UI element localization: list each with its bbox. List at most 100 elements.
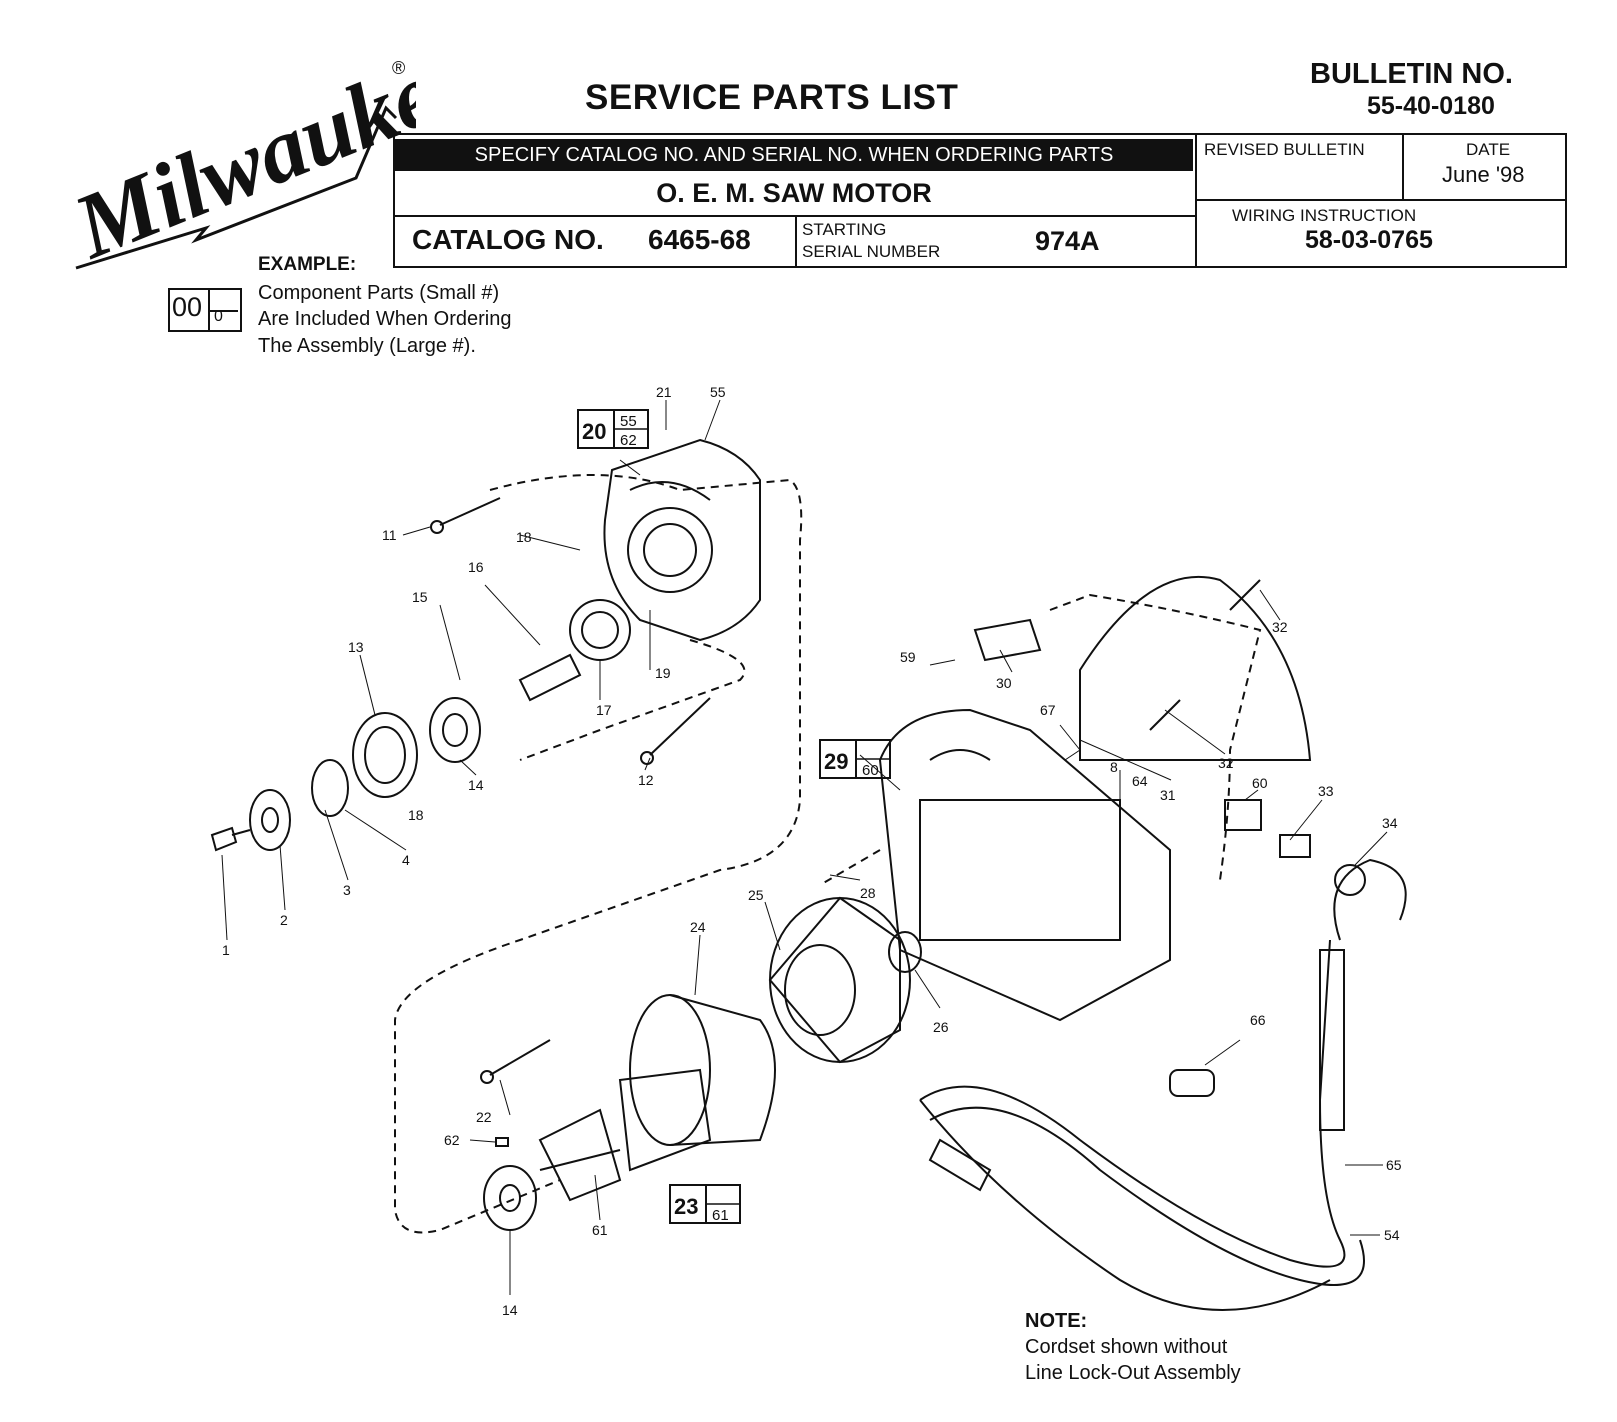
part-label: 12 (638, 772, 654, 788)
example-box (168, 288, 242, 332)
part-label: 33 (1318, 783, 1334, 799)
part-label: 60 (1252, 775, 1268, 791)
part-label: 22 (476, 1109, 492, 1125)
screw-22 (480, 1039, 551, 1084)
assembly-dashline (394, 474, 803, 1234)
example-line-2: Are Included When Ordering (258, 308, 512, 330)
part-label: 32 (1218, 755, 1234, 771)
switch (973, 618, 1042, 662)
example-component-number: 0 (214, 308, 223, 325)
date-value: June '98 (1442, 162, 1525, 187)
wiring-instruction-label: WIRING INSTRUCTION (1232, 206, 1417, 225)
part-label: 66 (1250, 1012, 1266, 1028)
part-label: 64 (1132, 773, 1148, 789)
part-label: 14 (468, 777, 484, 793)
part-label: 26 (933, 1019, 949, 1035)
washer (311, 759, 349, 817)
example-line-1: Component Parts (Small #) (258, 282, 500, 304)
part-label: 13 (348, 639, 364, 655)
part-label: 15 (412, 589, 428, 605)
part-label: 18 (408, 807, 424, 823)
product-name: O. E. M. SAW MOTOR (656, 177, 932, 208)
bearing (483, 1165, 537, 1231)
serial-number: 974A (1035, 226, 1100, 256)
milwaukee-logo: Milwaukee ® (59, 48, 416, 278)
end-bell-housing (603, 438, 761, 642)
component-number: 62 (620, 432, 637, 449)
divider (795, 215, 797, 266)
strain-relief (1169, 1069, 1215, 1097)
assembly-dashline (819, 849, 881, 886)
specify-note: SPECIFY CATALOG NO. AND SERIAL NO. WHEN … (395, 139, 1193, 171)
spindle (518, 653, 582, 702)
part-labels: 1 2 3 4 8 11 12 13 14 14 15 16 17 18 18 … (222, 384, 1402, 1318)
assembly-box-20: 20 55 62 (577, 409, 649, 449)
bearing (888, 931, 922, 973)
divider (1402, 133, 1404, 201)
divider (393, 215, 1195, 217)
part-label: 67 (1040, 702, 1056, 718)
note-label: NOTE: (1025, 1310, 1088, 1332)
catalog-label: CATALOG NO. (412, 224, 604, 255)
example-label: EXAMPLE: (258, 254, 357, 275)
part-label: 21 (656, 384, 672, 400)
divider (210, 310, 238, 312)
baffle (629, 994, 776, 1146)
part-label: 16 (468, 559, 484, 575)
divider (1195, 199, 1565, 201)
part-label: 4 (402, 852, 410, 868)
part-label: 31 (1160, 787, 1176, 803)
screw-32 (1149, 579, 1261, 731)
gear (569, 599, 631, 661)
divider (208, 290, 210, 330)
brush (1279, 834, 1311, 858)
brush-holder (1224, 799, 1262, 831)
component-number: 61 (712, 1207, 729, 1224)
guard (1079, 575, 1312, 761)
bulletin-number: 55-40-0180 (1367, 92, 1495, 120)
retainer (352, 712, 418, 798)
part-label: 65 (1386, 1157, 1402, 1173)
part-label: 25 (748, 887, 764, 903)
part-label: 17 (596, 702, 612, 718)
bearing (429, 697, 481, 763)
part-label: 34 (1382, 815, 1398, 831)
note-line-1: Cordset shown without (1025, 1336, 1228, 1358)
part-label: 1 (222, 942, 230, 958)
part-label: 18 (516, 529, 532, 545)
assembly-number: 29 (824, 749, 848, 774)
part-label: 28 (860, 885, 876, 901)
registered-mark: ® (392, 58, 405, 78)
assembly-dashline (519, 639, 746, 761)
part-label: 30 (996, 675, 1012, 691)
part-label: 14 (502, 1302, 518, 1318)
cordset (919, 858, 1407, 1311)
part-label: 11 (382, 527, 397, 543)
part-label: 19 (655, 665, 671, 681)
example-assembly-number: 00 (172, 292, 203, 322)
screw-12 (640, 697, 711, 765)
assembly-number: 20 (582, 419, 606, 444)
part-label: 24 (690, 919, 706, 935)
page-title: SERVICE PARTS LIST (585, 78, 959, 117)
exploded-parts-diagram: 20 55 62 29 60 23 61 1 2 3 4 8 11 12 13 … (210, 384, 1407, 1318)
washer (249, 789, 291, 851)
assembly-number: 23 (674, 1194, 698, 1219)
part-label: 62 (444, 1132, 460, 1148)
screw-11 (430, 497, 501, 534)
header-table (393, 133, 1567, 268)
armature (538, 1068, 712, 1202)
catalog-number: 6465-68 (648, 224, 751, 255)
part-label: 32 (1272, 619, 1288, 635)
pin (495, 1137, 509, 1147)
part-label: 54 (1384, 1227, 1400, 1243)
component-number: 60 (862, 762, 879, 779)
component-number: 55 (620, 413, 637, 430)
revised-bulletin-label: REVISED BULLETIN (1204, 140, 1365, 159)
note-line-2: Line Lock-Out Assembly (1025, 1362, 1241, 1384)
field-assembly (768, 896, 911, 1064)
example-line-3: The Assembly (Large #). (258, 335, 476, 357)
cord-sleeve (1319, 949, 1345, 1131)
assembly-box-23: 23 61 (669, 1184, 741, 1224)
part-label: 61 (592, 1222, 608, 1238)
